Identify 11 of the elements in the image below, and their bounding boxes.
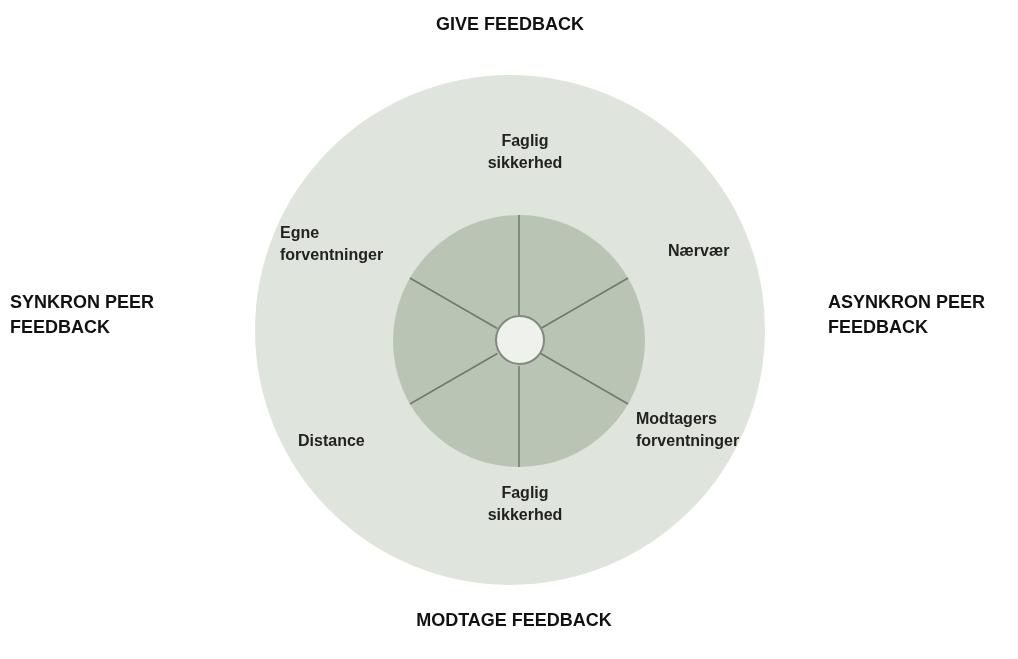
sector-label: Distance xyxy=(298,431,366,451)
axis-label: MODTAGE FEEDBACK xyxy=(415,609,613,632)
axis-label: SYNKRON PEER FEEDBACK xyxy=(10,291,156,339)
sector-label: Modtagers forventninger xyxy=(636,409,741,451)
axis-label: GIVE FEEDBACK xyxy=(435,13,585,36)
axis-label: ASYNKRON PEER FEEDBACK xyxy=(828,291,987,339)
center-circle xyxy=(495,315,545,365)
sector-label: Faglig sikkerhed xyxy=(486,131,564,173)
sector-label: Egne forventninger xyxy=(280,223,385,265)
sector-label: Faglig sikkerhed xyxy=(486,483,564,525)
sector-label: Nærvær xyxy=(668,241,731,261)
